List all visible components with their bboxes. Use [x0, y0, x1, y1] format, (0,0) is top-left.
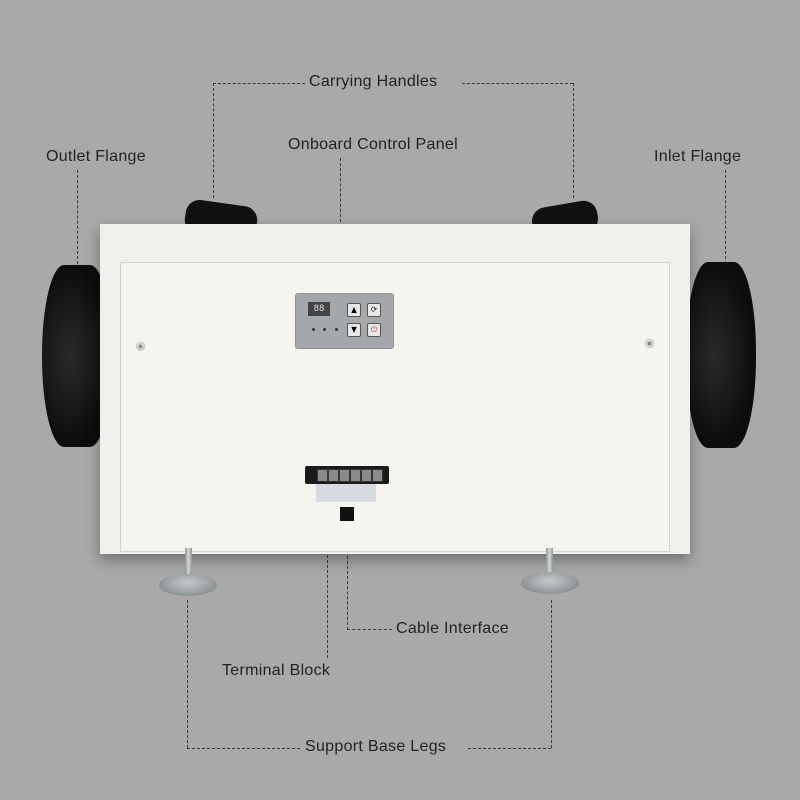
inlet-flange-leader [725, 170, 726, 330]
terminal-slot [339, 469, 350, 482]
legs-leader-left-v [187, 600, 188, 748]
legs-leader-right-h [468, 748, 551, 749]
terminal-labels [316, 484, 376, 502]
inlet-flange [686, 262, 756, 448]
support-foot-right [521, 572, 579, 594]
front-panel [120, 262, 670, 552]
support-leg-right [546, 548, 553, 580]
terminal-slot [317, 469, 328, 482]
terminal-block-leader [327, 500, 328, 658]
legs-leader-left-h [187, 748, 300, 749]
cable-interface-port [340, 507, 354, 521]
terminal-slot [328, 469, 339, 482]
label-inlet-flange: Inlet Flange [654, 148, 742, 165]
cable-interface-leader-v [347, 520, 348, 630]
digital-display: 88 [308, 302, 330, 316]
legs-leader-right-v [551, 600, 552, 748]
label-support-base-legs: Support Base Legs [305, 738, 447, 755]
handles-leader-right-v [573, 83, 574, 198]
label-carrying-handles: Carrying Handles [309, 73, 438, 90]
terminal-slot [372, 469, 383, 482]
label-terminal-block: Terminal Block [222, 662, 331, 679]
label-outlet-flange: Outlet Flange [46, 148, 146, 165]
terminal-block [305, 466, 389, 484]
up-button[interactable]: ▲ [347, 303, 361, 317]
screw-right [645, 339, 654, 348]
handles-leader-left-v [213, 83, 214, 198]
indicator-led [335, 328, 338, 331]
support-foot-left [159, 574, 217, 596]
onboard-control-panel: 88 ▲ ▼ ⟳ ⏻ [295, 293, 394, 349]
handles-leader-right-h [462, 83, 573, 84]
indicator-led [312, 328, 315, 331]
support-leg-left [185, 548, 192, 582]
terminal-slot [350, 469, 361, 482]
cable-interface-leader-h [347, 629, 392, 630]
indicator-led [323, 328, 326, 331]
outlet-flange-leader [77, 170, 78, 330]
screw-left [136, 342, 145, 351]
power-button[interactable]: ⏻ [367, 323, 381, 337]
label-cable-interface: Cable Interface [396, 620, 510, 637]
handles-leader-left-h [213, 83, 305, 84]
down-button[interactable]: ▼ [347, 323, 361, 337]
terminal-slot [361, 469, 372, 482]
label-onboard-control-panel: Onboard Control Panel [288, 136, 458, 153]
mode-button[interactable]: ⟳ [367, 303, 381, 317]
